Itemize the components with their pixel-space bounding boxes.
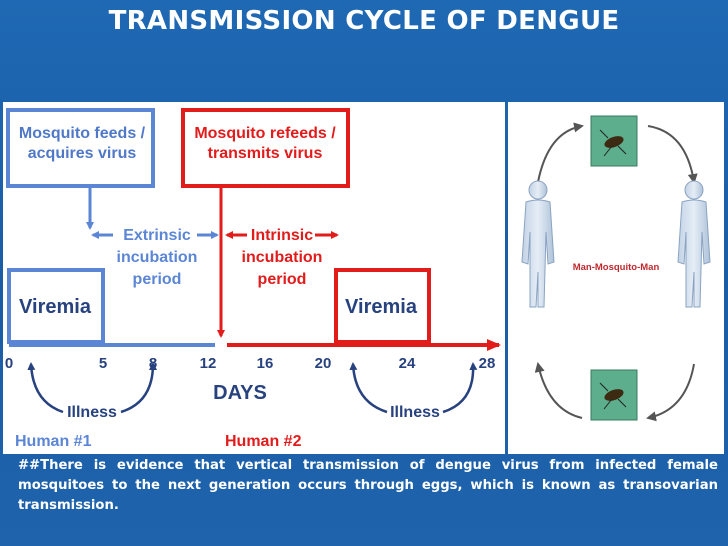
cycle-arrow-bottom-right [646, 363, 695, 422]
extrinsic-line-3: period [133, 271, 182, 288]
intrinsic-line-1: Intrinsic [251, 227, 313, 244]
tick-label: 20 [315, 355, 332, 372]
mosquito-refeeds-line-2: transmits virus [208, 145, 323, 162]
viremia-label-1: Viremia [19, 296, 92, 318]
cycle-arrow-top-right [647, 125, 698, 184]
transmission-note: ##There is evidence that vertical transm… [18, 458, 718, 513]
illness-label-1: Illness [67, 404, 117, 421]
viremia-box-1 [7, 268, 105, 344]
illness-1-right-arrow [120, 362, 157, 414]
human-figure-icon [677, 180, 711, 308]
cycle-label: Man-Mosquito-Man [573, 262, 660, 273]
human-figure-icon [521, 180, 555, 308]
extrinsic-line-1: Extrinsic [123, 227, 191, 244]
mosquito-feeds-line-1: Mosquito feeds / [19, 125, 146, 142]
mosquito-feeds-line-2: acquires virus [28, 145, 137, 162]
human-1-label: Human #1 [15, 433, 92, 450]
illness-2-right-arrow [442, 362, 478, 414]
human-2-label: Human #2 [225, 433, 302, 450]
tick-label: 28 [479, 355, 496, 372]
tick-label: 5 [99, 355, 107, 372]
tick-label: 12 [200, 355, 217, 372]
mosquito-refeeds-box [181, 108, 350, 188]
cycle-arrow-bottom-left [534, 362, 583, 419]
illness-2-left-arrow [349, 362, 388, 414]
mosquito-icon [590, 369, 638, 421]
man-mosquito-man-cycle: Man-Mosquito-Man [508, 102, 724, 454]
cycle-arrow-top-left [537, 122, 584, 183]
tick-label: 0 [5, 355, 13, 372]
mosquito-refeeds-line-1: Mosquito refeeds / [194, 125, 336, 142]
intrinsic-line-2: incubation [242, 249, 323, 266]
day-ticks: 0 5 8 12 16 20 24 28 [5, 355, 496, 372]
illness-label-2: Illness [390, 404, 440, 421]
diagram-canvas: Mosquito feeds / acquires virus Mosquito… [5, 108, 501, 450]
mosquito-icon [590, 115, 638, 167]
cycle-canvas: Man-Mosquito-Man [521, 115, 711, 422]
viremia-box-2 [334, 268, 431, 344]
extrinsic-line-2: incubation [117, 249, 198, 266]
viremia-label-2: Viremia [345, 296, 418, 318]
illness-1-left-arrow [27, 362, 64, 414]
tick-label: 24 [399, 355, 416, 372]
tick-label: 16 [257, 355, 274, 372]
slide-title: TRANSMISSION CYCLE OF DENGUE [108, 6, 620, 36]
days-label: DAYS [213, 382, 267, 404]
transmission-diagram: Mosquito feeds / acquires virus Mosquito… [3, 102, 505, 454]
intrinsic-line-3: period [258, 271, 307, 288]
mosquito-feeds-box [6, 108, 155, 188]
